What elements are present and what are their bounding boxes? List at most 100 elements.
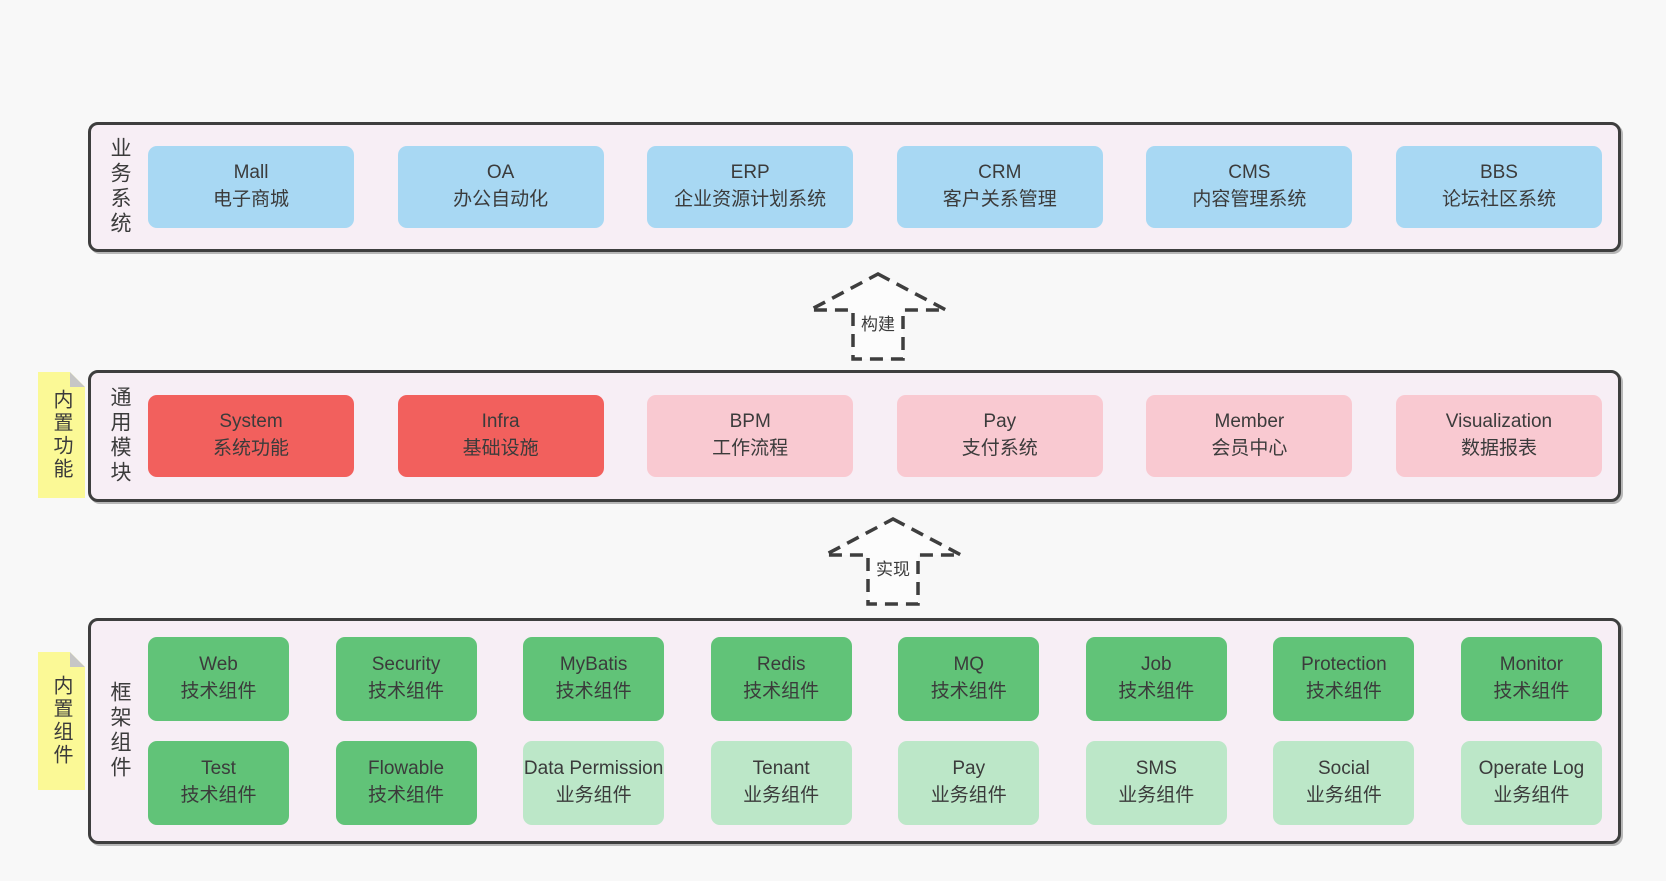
- box-title: BBS: [1479, 162, 1518, 184]
- box-title: MyBatis: [559, 654, 628, 676]
- box-subtitle: 论坛社区系统: [1441, 189, 1556, 210]
- box-title: Security: [371, 654, 441, 676]
- box-subtitle: 技术组件: [1493, 681, 1570, 702]
- box-title: Test: [201, 758, 236, 780]
- box-mq: MQ 技术组件: [898, 637, 1040, 721]
- note-fold-icon: [70, 372, 85, 387]
- box-subtitle: 技术组件: [180, 785, 257, 806]
- box-monitor: Monitor 技术组件: [1460, 637, 1602, 721]
- box-row: System 系统功能 Infra 基础设施 BPM 工作流程 Pay 支付系统…: [148, 395, 1602, 477]
- box-oa: OA 办公自动化: [397, 146, 604, 228]
- sticky-note-text: 内置组件: [50, 675, 72, 767]
- box-cms: CMS 内容管理系统: [1146, 146, 1353, 228]
- box-title: Operate Log: [1478, 758, 1585, 780]
- box-crm: CRM 客户关系管理: [896, 146, 1103, 228]
- box-title: Pay: [952, 758, 986, 780]
- sticky-note-built-in-features: 内置功能: [38, 372, 85, 498]
- box-title: Data Permission: [523, 758, 664, 780]
- box-sms: SMS 业务组件: [1085, 741, 1227, 825]
- box-title: SMS: [1135, 758, 1177, 780]
- box-subtitle: 支付系统: [961, 438, 1038, 459]
- box-erp: ERP 企业资源计划系统: [647, 146, 854, 228]
- box-subtitle: 系统功能: [212, 438, 289, 459]
- box-title: ERP: [730, 162, 770, 184]
- box-subtitle: 数据报表: [1460, 438, 1537, 459]
- box-title: Pay: [983, 411, 1017, 433]
- box-title: Protection: [1301, 654, 1387, 676]
- box-subtitle: 客户关系管理: [942, 189, 1057, 210]
- box-subtitle: 电子商城: [212, 189, 289, 210]
- box-subtitle: 业务组件: [1305, 785, 1382, 806]
- box-title: Redis: [756, 654, 806, 676]
- box-title: Visualization: [1445, 411, 1553, 433]
- panel-rows: Mall 电子商城 OA 办公自动化 ERP 企业资源计划系统 CRM 客户关系…: [148, 125, 1602, 249]
- box-title: Flowable: [368, 758, 445, 780]
- box-operate-log: Operate Log 业务组件: [1460, 741, 1602, 825]
- box-title: Web: [199, 654, 238, 676]
- layer-label-framework-components: 框架组件: [108, 681, 131, 781]
- box-subtitle: 技术组件: [743, 681, 820, 702]
- box-subtitle: 业务组件: [743, 785, 820, 806]
- box-member: Member 会员中心: [1146, 395, 1353, 477]
- box-title: Member: [1214, 411, 1285, 433]
- note-fold-icon: [70, 652, 85, 667]
- box-title: Monitor: [1499, 654, 1564, 676]
- box-visualization: Visualization 数据报表: [1395, 395, 1602, 477]
- box-subtitle: 技术组件: [930, 681, 1007, 702]
- box-subtitle: 技术组件: [1305, 681, 1382, 702]
- arrow-build-label: 构建: [859, 310, 897, 335]
- box-bpm: BPM 工作流程: [647, 395, 854, 477]
- box-redis: Redis 技术组件: [710, 637, 852, 721]
- box-flowable: Flowable 技术组件: [335, 741, 477, 825]
- box-title: Infra: [481, 411, 520, 433]
- box-subtitle: 技术组件: [368, 681, 445, 702]
- layer-label-common-modules: 通用模块: [108, 386, 131, 486]
- box-infra: Infra 基础设施: [397, 395, 604, 477]
- box-title: CRM: [978, 162, 1022, 184]
- box-pay: Pay 支付系统: [896, 395, 1103, 477]
- box-subtitle: 基础设施: [462, 438, 539, 459]
- box-mall: Mall 电子商城: [148, 146, 354, 228]
- panel-framework-components: 框架组件 Web 技术组件 Security 技术组件 MyBatis 技术组件…: [88, 618, 1621, 844]
- box-subtitle: 业务组件: [930, 785, 1007, 806]
- panel-rows: Web 技术组件 Security 技术组件 MyBatis 技术组件 Redi…: [148, 621, 1602, 841]
- box-subtitle: 企业资源计划系统: [674, 189, 827, 210]
- box-subtitle: 会员中心: [1211, 438, 1288, 459]
- box-security: Security 技术组件: [335, 637, 477, 721]
- box-row: Mall 电子商城 OA 办公自动化 ERP 企业资源计划系统 CRM 客户关系…: [148, 146, 1602, 228]
- box-mybatis: MyBatis 技术组件: [523, 637, 665, 721]
- box-subtitle: 工作流程: [712, 438, 789, 459]
- box-subtitle: 技术组件: [368, 785, 445, 806]
- box-subtitle: 技术组件: [180, 681, 257, 702]
- box-subtitle: 业务组件: [1118, 785, 1195, 806]
- box-row: Web 技术组件 Security 技术组件 MyBatis 技术组件 Redi…: [148, 637, 1602, 721]
- box-title: OA: [486, 162, 515, 184]
- box-title: System: [219, 411, 283, 433]
- box-title: Job: [1140, 654, 1172, 676]
- arrow-implement-label: 实现: [874, 555, 912, 580]
- box-title: Mall: [233, 162, 269, 184]
- box-row: Test 技术组件 Flowable 技术组件 Data Permission …: [148, 741, 1602, 825]
- box-protection: Protection 技术组件: [1273, 637, 1415, 721]
- sticky-note-text: 内置功能: [50, 389, 72, 481]
- arrow-build: 构建: [808, 272, 948, 361]
- sticky-note-built-in-components: 内置组件: [38, 652, 85, 790]
- box-bbs: BBS 论坛社区系统: [1395, 146, 1602, 228]
- panel-common-modules: 通用模块 System 系统功能 Infra 基础设施 BPM 工作流程 Pay…: [88, 370, 1621, 502]
- box-test: Test 技术组件: [148, 741, 289, 825]
- box-subtitle: 业务组件: [555, 785, 632, 806]
- box-social: Social 业务组件: [1273, 741, 1415, 825]
- box-subtitle: 办公自动化: [453, 189, 549, 210]
- box-web: Web 技术组件: [148, 637, 289, 721]
- arrow-implement: 实现: [823, 517, 963, 606]
- box-pay-biz: Pay 业务组件: [898, 741, 1040, 825]
- layer-label-business-systems: 业务系统: [108, 137, 131, 237]
- box-job: Job 技术组件: [1085, 637, 1227, 721]
- box-subtitle: 技术组件: [1118, 681, 1195, 702]
- box-title: CMS: [1228, 162, 1271, 184]
- box-subtitle: 技术组件: [555, 681, 632, 702]
- box-subtitle: 业务组件: [1493, 785, 1570, 806]
- box-title: MQ: [953, 654, 985, 676]
- box-subtitle: 内容管理系统: [1192, 189, 1307, 210]
